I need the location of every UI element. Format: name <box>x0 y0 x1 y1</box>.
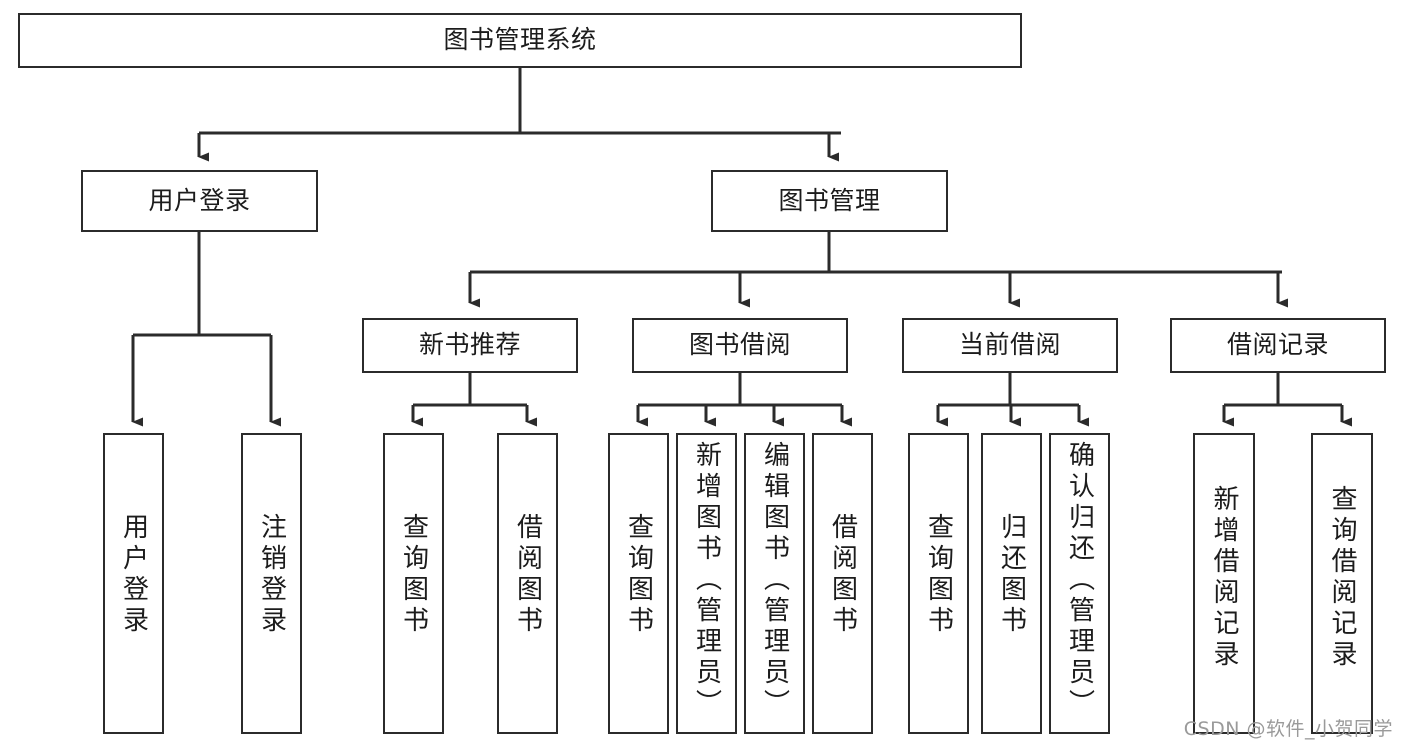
node-label: 查询图书 <box>398 513 429 637</box>
leaf-book-borrow-borrow[interactable]: 借阅图书 <box>812 433 873 734</box>
node-label: 图书管理系统 <box>443 25 597 55</box>
node-label: 图书管理 <box>778 185 881 215</box>
node-label: 当前借阅 <box>958 330 1061 360</box>
node-label: 借阅记录 <box>1226 330 1329 360</box>
node-root-system[interactable]: 图书管理系统 <box>18 13 1022 68</box>
node-label: 用户登录 <box>148 185 251 215</box>
node-label: 查询借阅记录 <box>1327 485 1357 671</box>
watermark-csdn: CSDN @软件_小贺同学 <box>1183 718 1393 740</box>
leaf-current-borrow-confirm-return[interactable]: 确认归还（管理员） <box>1049 433 1110 734</box>
node-label: 查询图书 <box>623 513 654 637</box>
leaf-book-borrow-add[interactable]: 新增图书（管理员） <box>676 433 737 734</box>
node-label: 借阅图书 <box>512 513 543 637</box>
leaf-borrow-record-add[interactable]: 新增借阅记录 <box>1193 433 1255 734</box>
leaf-current-borrow-return[interactable]: 归还图书 <box>981 433 1042 734</box>
node-label: 编辑图书（管理员） <box>759 441 790 720</box>
node-label: 新增借阅记录 <box>1209 485 1239 671</box>
node-label: 新书推荐 <box>418 330 521 360</box>
node-label: 借阅图书 <box>827 513 858 637</box>
node-label: 归还图书 <box>996 513 1027 637</box>
node-label: 查询图书 <box>923 513 954 637</box>
leaf-current-borrow-query[interactable]: 查询图书 <box>908 433 969 734</box>
node-user-login[interactable]: 用户登录 <box>81 170 318 232</box>
node-borrow-record[interactable]: 借阅记录 <box>1170 318 1386 373</box>
node-label: 图书借阅 <box>688 330 791 360</box>
node-label: 新增图书（管理员） <box>691 441 722 720</box>
leaf-borrow-record-query[interactable]: 查询借阅记录 <box>1311 433 1373 734</box>
leaf-user-login-login[interactable]: 用户登录 <box>103 433 164 734</box>
node-new-book-recommend[interactable]: 新书推荐 <box>362 318 578 373</box>
leaf-user-login-logout[interactable]: 注销登录 <box>241 433 302 734</box>
leaf-new-book-query[interactable]: 查询图书 <box>383 433 444 734</box>
node-book-management[interactable]: 图书管理 <box>711 170 948 232</box>
leaf-book-borrow-query[interactable]: 查询图书 <box>608 433 669 734</box>
leaf-book-borrow-edit[interactable]: 编辑图书（管理员） <box>744 433 805 734</box>
node-label: 确认归还（管理员） <box>1064 441 1095 720</box>
node-label: 注销登录 <box>256 513 287 637</box>
node-book-borrow[interactable]: 图书借阅 <box>632 318 848 373</box>
node-current-borrow[interactable]: 当前借阅 <box>902 318 1118 373</box>
leaf-new-book-borrow[interactable]: 借阅图书 <box>497 433 558 734</box>
node-label: 用户登录 <box>118 513 149 637</box>
